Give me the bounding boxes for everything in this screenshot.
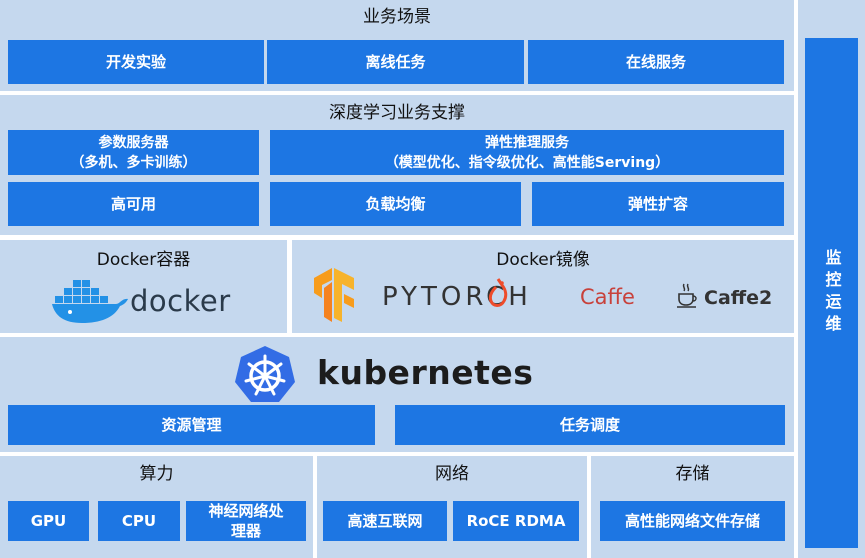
task-scheduling-button[interactable]: 任务调度 (395, 405, 785, 445)
docker-container-title: Docker容器 (96, 250, 191, 270)
pytorch-flame-icon (488, 278, 508, 307)
kubernetes-helm-icon (235, 346, 295, 402)
parameter-server-button[interactable]: 参数服务器 （多机、多卡训练） (8, 130, 259, 175)
business-scenarios-title: 业务场景 (363, 7, 431, 27)
hp-nfs-storage-button[interactable]: 高性能网络文件存储 (600, 501, 785, 541)
deep-learning-support-title: 深度学习业务支撑 (329, 103, 465, 123)
kubernetes-panel: kubernetes 资源管理 任务调度 (0, 337, 794, 452)
resource-management-button[interactable]: 资源管理 (8, 405, 375, 445)
docker-whale-icon (52, 280, 128, 323)
storage-panel: 存储 高性能网络文件存储 (591, 456, 794, 558)
kubernetes-logo-text: kubernetes (317, 353, 534, 392)
online-service-button[interactable]: 在线服务 (528, 40, 784, 84)
cpu-button[interactable]: CPU (98, 501, 180, 541)
offline-task-button[interactable]: 离线任务 (267, 40, 524, 84)
roce-rdma-button[interactable]: RoCE RDMA (453, 501, 579, 541)
caffe2-logo-text: Caffe2 (704, 287, 773, 309)
storage-title: 存储 (675, 464, 710, 484)
coffee-cup-icon (677, 283, 697, 308)
dev-experiment-button[interactable]: 开发实验 (8, 40, 264, 84)
high-speed-network-button[interactable]: 高速互联网 (323, 501, 447, 541)
load-balance-button[interactable]: 负载均衡 (270, 182, 521, 226)
monitoring-ops-button[interactable]: 监控运维 (805, 38, 858, 548)
compute-title: 算力 (139, 464, 174, 484)
tensorflow-icon (314, 268, 354, 322)
npu-button[interactable]: 神经网络处 理器 (186, 501, 306, 541)
network-title: 网络 (435, 464, 469, 484)
network-panel: 网络 高速互联网 RoCE RDMA (317, 456, 587, 558)
elastic-scaling-button[interactable]: 弹性扩容 (532, 182, 784, 226)
business-scenarios-panel: 业务场景 开发实验 离线任务 在线服务 (0, 0, 794, 91)
compute-panel: 算力 GPU CPU 神经网络处 理器 (0, 456, 313, 558)
gpu-button[interactable]: GPU (8, 501, 89, 541)
high-availability-button[interactable]: 高可用 (8, 182, 259, 226)
docker-logo-text: docker (130, 284, 231, 318)
deep-learning-support-panel: 深度学习业务支撑 参数服务器 （多机、多卡训练） 弹性推理服务 （模型优化、指令… (0, 95, 794, 235)
pytorch-logo-text: PYTORCH (382, 282, 532, 312)
docker-image-title: Docker镜像 (496, 250, 590, 270)
caffe-logo-text: Caffe (580, 285, 635, 309)
docker-container-panel: Docker容器 docker (0, 240, 287, 333)
elastic-inference-button[interactable]: 弹性推理服务 （模型优化、指令级优化、高性能Serving） (270, 130, 784, 175)
monitoring-panel: 监控运维 (798, 0, 865, 558)
docker-image-panel: Docker镜像 PYTORCH Caffe Caffe2 (292, 240, 794, 333)
